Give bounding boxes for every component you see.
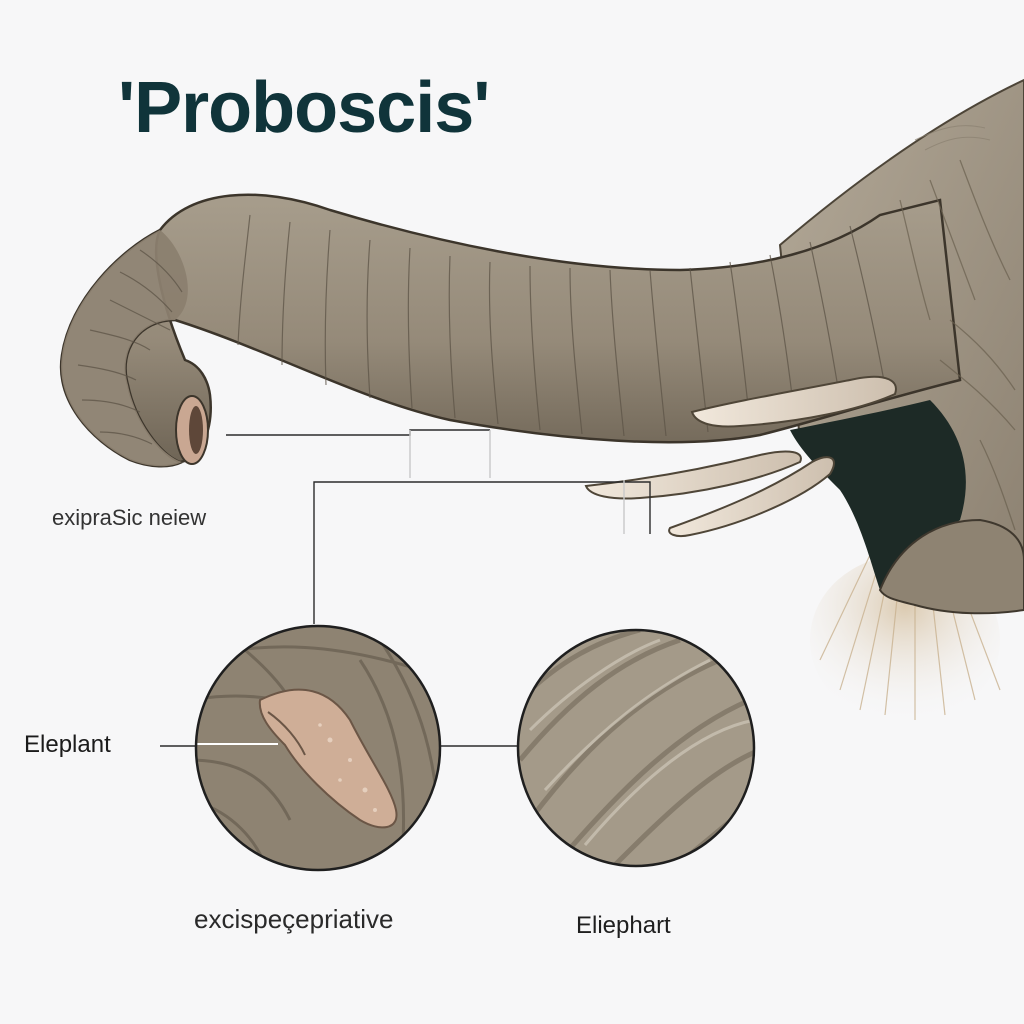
zoom-circle-skin-texture [518,630,754,866]
zoom-right-caption: Eliephart [576,912,671,939]
trunk-wrinkles [77,214,887,445]
zoom-left-label: Eleplant [24,731,111,758]
trunk-tip-label: exipraSic neiew [52,505,207,530]
lower-tusk [668,456,835,538]
leader-lines [160,429,651,747]
zoom-left-caption: excispeçepriative [194,904,394,934]
upper-tusk [690,375,897,428]
zoom-circle-trunk-tip [196,626,440,870]
page-title: 'Proboscis' [118,68,490,148]
